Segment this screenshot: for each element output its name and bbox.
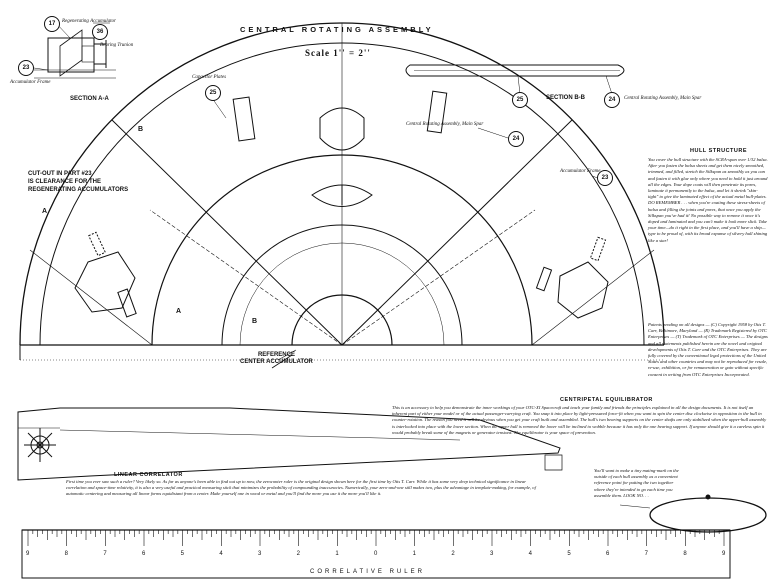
- hull-title: HULL STRUCTURE: [690, 148, 748, 154]
- callout-24-bb: 24: [604, 92, 620, 108]
- ruler-number: 9: [26, 551, 30, 557]
- linear-text: First time you ever saw such a ruler? Ve…: [66, 479, 536, 497]
- callout-24: 24: [508, 131, 524, 147]
- ruler-number: 3: [258, 551, 262, 557]
- left-accumulator: [74, 251, 136, 313]
- centripetal-title: CENTRIPETAL EQUILIBRATOR: [560, 397, 653, 403]
- ruler-label: CORRELATIVE RULER: [310, 569, 425, 575]
- linear-correlator: [17, 407, 561, 481]
- ruler-number: 4: [219, 551, 223, 557]
- ruler-number: 1: [412, 551, 416, 557]
- marker-a2: A: [176, 308, 182, 315]
- callout-23-aa: 23: [18, 60, 34, 76]
- ruler-number: 0: [374, 551, 378, 557]
- ruler-number: 8: [64, 551, 68, 557]
- right-accumulator: [557, 261, 609, 319]
- capacitor-label: Capacitor Plates: [192, 75, 227, 80]
- callout-23: 23: [597, 170, 613, 186]
- centripetal-text: This is an accessory to help you demonst…: [392, 405, 767, 435]
- ruler-number: 4: [528, 551, 532, 557]
- marker-a: A: [42, 208, 48, 215]
- section-aa-box: [47, 37, 95, 73]
- section-aa-label: SECTION A-A: [70, 96, 109, 102]
- marker-b2: B: [252, 318, 258, 325]
- ruler-number: 6: [606, 551, 610, 557]
- callout-17: 17: [44, 16, 60, 32]
- spar-label-bb: Central Rotating Assembly, Main Spar: [624, 96, 702, 101]
- ruler-number: 7: [103, 551, 107, 557]
- ruler-number: 7: [644, 551, 648, 557]
- patents-text: Patents pending on all designs — (C) Cop…: [648, 322, 768, 377]
- ruler-number: 1: [335, 551, 339, 557]
- spar-label: Central Rotating Assembly, Main Spar: [406, 122, 484, 127]
- linear-title: LINEAR CORRELATOR: [114, 472, 183, 478]
- ruler-ticks: [27, 530, 725, 546]
- callout-25-bb: 25: [512, 92, 528, 108]
- callout-36: 36: [92, 24, 108, 40]
- section-bb-label: SECTION B-B: [546, 95, 585, 101]
- ruler-number: 9: [722, 551, 726, 557]
- ruler-number: 2: [451, 551, 455, 557]
- regenerating-label: Regenerating Accumulator: [62, 19, 116, 24]
- bearing-label: Bearing Trunion: [100, 43, 134, 48]
- upper-lens: [319, 107, 365, 151]
- frame-label-aa: Accumulator Frame: [10, 80, 51, 85]
- radial-left: [111, 119, 343, 346]
- mating-note: You'll want to make a tiny mating-mark o…: [594, 468, 679, 498]
- ruler-number: 3: [490, 551, 494, 557]
- scale-label: Scale 1'' = 2'': [305, 48, 371, 58]
- ruler-number: 2: [296, 551, 300, 557]
- ruler-number: 6: [142, 551, 146, 557]
- marker-b: B: [138, 126, 144, 133]
- callout-25: 25: [205, 85, 221, 101]
- frame-label: Accumulator Frame: [560, 169, 601, 174]
- page-title: CENTRAL ROTATING ASSEMBLY: [240, 25, 434, 34]
- ruler-number: 5: [567, 551, 571, 557]
- section-bb-spar: [405, 64, 625, 77]
- hull-text: You cover the hull structure with the SC…: [648, 157, 768, 243]
- capacitor-plate: [232, 96, 256, 142]
- ruler-number: 5: [180, 551, 184, 557]
- mating-mark-ellipse: [649, 497, 767, 533]
- ruler-number: 8: [683, 551, 687, 557]
